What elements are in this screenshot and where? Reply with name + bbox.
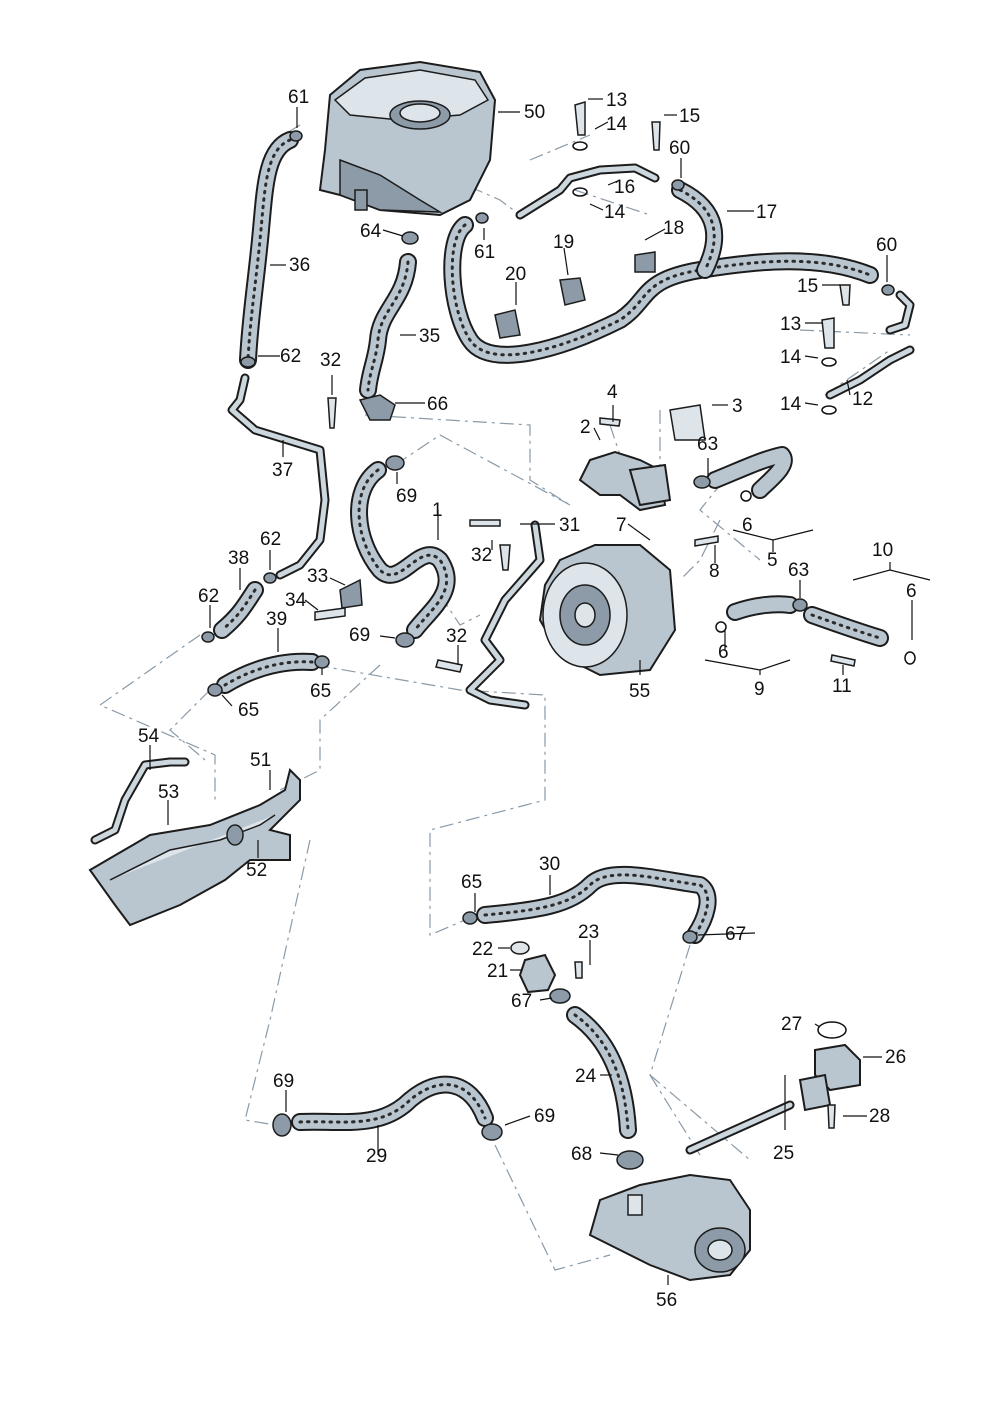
label-2: 2 — [580, 417, 591, 438]
label-63a: 63 — [697, 434, 718, 455]
label-10: 10 — [872, 540, 893, 561]
label-25: 25 — [773, 1143, 794, 1164]
label-26: 26 — [885, 1047, 906, 1068]
label-31: 31 — [559, 515, 580, 536]
label-32c: 32 — [446, 626, 467, 647]
label-13b: 13 — [780, 314, 801, 335]
label-51: 51 — [250, 750, 271, 771]
label-7: 7 — [616, 515, 627, 536]
label-16: 16 — [614, 177, 635, 198]
label-36: 36 — [289, 255, 310, 276]
label-13a: 13 — [606, 90, 627, 111]
label-65a: 65 — [310, 681, 331, 702]
label-29: 29 — [366, 1146, 387, 1167]
label-52: 52 — [246, 860, 267, 881]
label-27: 27 — [781, 1014, 802, 1035]
label-14b: 14 — [604, 202, 626, 223]
label-3: 3 — [732, 396, 743, 417]
label-69c: 69 — [273, 1071, 294, 1092]
label-39: 39 — [266, 609, 287, 630]
label-8: 8 — [709, 561, 720, 582]
label-24: 24 — [575, 1066, 597, 1087]
part-labels: 61 50 13 14 15 60 16 14 17 19 18 20 60 1… — [138, 87, 917, 1311]
label-20: 20 — [505, 264, 526, 285]
label-65b: 65 — [238, 700, 259, 721]
label-61b: 61 — [474, 242, 495, 263]
label-60b: 60 — [876, 235, 897, 256]
label-50: 50 — [524, 102, 545, 123]
label-14d: 14 — [780, 394, 802, 415]
label-9: 9 — [754, 679, 765, 700]
label-21: 21 — [487, 961, 508, 982]
label-62c: 62 — [198, 586, 219, 607]
label-66: 66 — [427, 394, 448, 415]
label-55: 55 — [629, 681, 650, 702]
label-32b: 32 — [471, 545, 492, 566]
parts — [88, 251, 861, 1282]
label-22: 22 — [472, 939, 493, 960]
label-18: 18 — [663, 218, 684, 239]
label-30: 30 — [539, 854, 560, 875]
connection-lines — [98, 124, 911, 1271]
label-69a: 69 — [396, 486, 417, 507]
label-4: 4 — [607, 382, 618, 403]
label-63b: 63 — [788, 560, 809, 581]
label-38: 38 — [228, 548, 249, 569]
label-54: 54 — [138, 726, 160, 747]
label-33: 33 — [307, 566, 328, 587]
label-60a: 60 — [669, 138, 690, 159]
label-67a: 67 — [725, 924, 746, 945]
clamps — [201, 130, 916, 1170]
leader-lines — [149, 98, 931, 1285]
label-6c: 6 — [718, 642, 729, 663]
label-17: 17 — [756, 202, 777, 223]
label-14a: 14 — [606, 114, 628, 135]
label-6b: 6 — [906, 581, 917, 602]
label-6a: 6 — [742, 515, 753, 536]
label-62b: 62 — [260, 529, 281, 550]
label-61a: 61 — [288, 87, 309, 108]
label-69b: 69 — [349, 625, 370, 646]
label-32a: 32 — [320, 350, 341, 371]
label-68: 68 — [571, 1144, 592, 1165]
rigid-pipes — [90, 163, 915, 1155]
expansion-tank — [318, 60, 497, 217]
label-28: 28 — [869, 1106, 890, 1127]
label-23: 23 — [578, 922, 599, 943]
label-34: 34 — [285, 590, 307, 611]
label-69d: 69 — [534, 1106, 555, 1127]
label-62a: 62 — [280, 346, 301, 367]
label-11: 11 — [832, 676, 852, 697]
label-1: 1 — [432, 500, 443, 521]
label-15a: 15 — [679, 106, 700, 127]
hoses — [213, 131, 889, 1139]
label-35: 35 — [419, 326, 440, 347]
label-65c: 65 — [461, 872, 482, 893]
label-56: 56 — [656, 1290, 677, 1311]
label-53: 53 — [158, 782, 179, 803]
label-14c: 14 — [780, 347, 802, 368]
label-67b: 67 — [511, 991, 532, 1012]
bolts — [314, 100, 856, 1129]
label-19: 19 — [553, 232, 574, 253]
label-12: 12 — [852, 389, 873, 410]
label-5: 5 — [767, 550, 778, 571]
label-15b: 15 — [797, 276, 818, 297]
label-37: 37 — [272, 460, 293, 481]
label-64: 64 — [360, 221, 382, 242]
